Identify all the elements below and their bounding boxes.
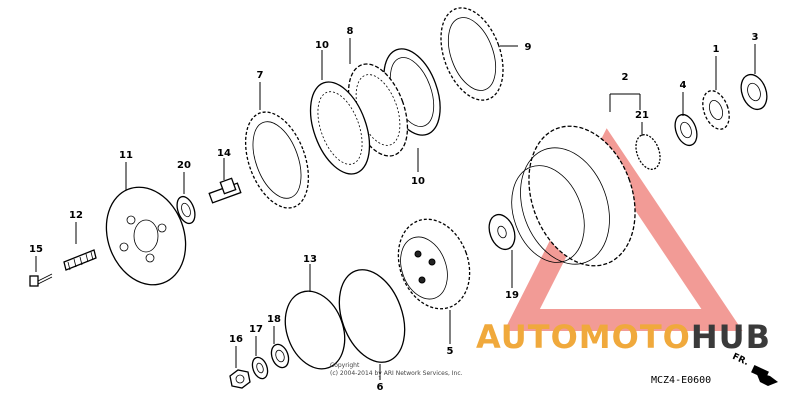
part-6-o-ring (338, 269, 406, 363)
callout-21: 21 (635, 110, 649, 121)
callout-2: 2 (622, 72, 629, 83)
callout-19: 19 (505, 290, 519, 301)
part-21-needle-bearing (635, 134, 661, 170)
callout-12: 12 (69, 210, 83, 221)
callout-3: 3 (752, 32, 759, 43)
callout-13: 13 (303, 254, 317, 265)
part-12-clutch-spring (63, 249, 97, 271)
part-4-collar (674, 113, 698, 147)
watermark-brand-part-1: AUTOMOTO (476, 318, 691, 356)
part-19-thrust-washer (488, 213, 516, 251)
callout-6: 6 (377, 382, 384, 393)
callout-15: 15 (29, 244, 43, 255)
part-17-washer (251, 356, 269, 380)
leader-lines (35, 38, 756, 380)
part-20-bearing (176, 195, 196, 225)
part-2-clutch-outer (511, 125, 636, 267)
copyright-notice: Copyright (c) 2004-2014 by ARI Network S… (330, 362, 490, 378)
callout-10-upper: 10 (315, 40, 329, 51)
part-1-drive-gear (702, 90, 730, 130)
part-16-lock-nut (229, 369, 251, 389)
callout-9: 9 (525, 42, 532, 53)
front-direction-arrow-icon (751, 364, 778, 386)
callout-7: 7 (257, 70, 264, 81)
part-18-washer (270, 343, 290, 369)
callout-14: 14 (217, 148, 231, 159)
part-5-clutch-center (397, 218, 471, 310)
part-9-clutch-plate (440, 7, 504, 101)
callout-17: 17 (249, 324, 263, 335)
callout-labels: 1 2 3 4 5 6 7 8 9 10 10 11 12 13 14 15 1… (29, 26, 758, 393)
callout-4: 4 (680, 80, 687, 91)
callout-20: 20 (177, 160, 191, 171)
callout-8: 8 (347, 26, 354, 37)
part-3-collar (740, 73, 768, 111)
copyright-line-2: (c) 2004-2014 by ARI Network Services, I… (330, 370, 463, 377)
diagram-code: MCZ4-E0600 (651, 375, 712, 386)
callout-1: 1 (713, 44, 720, 55)
part-15-bolt (29, 273, 53, 287)
copyright-line-1: Copyright (330, 362, 360, 369)
part-10-clutch-plate-lower (309, 81, 371, 175)
callout-10-lower: 10 (411, 176, 425, 187)
part-7-friction-plate (244, 111, 310, 209)
callout-16: 16 (229, 334, 243, 345)
callout-5: 5 (447, 346, 454, 357)
part-14-lifter-piece (208, 177, 242, 204)
callout-18: 18 (267, 314, 281, 325)
callout-11: 11 (119, 150, 133, 161)
watermark-brand-part-2: HUB (690, 318, 772, 356)
watermark-brand-text: AUTOMOTOHUB (476, 318, 771, 356)
part-11-pressure-plate (105, 186, 187, 286)
